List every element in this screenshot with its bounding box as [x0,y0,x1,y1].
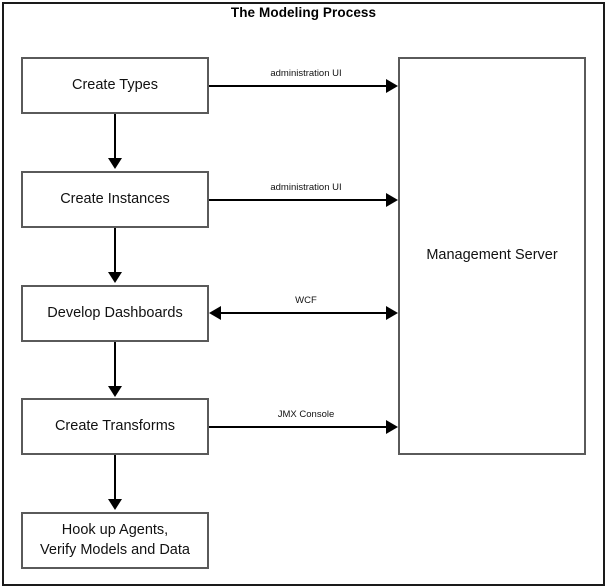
connector-types-to-instances-line [114,114,116,160]
edge-label-transforms-to-server: JMX Console [229,409,383,420]
node-create-transforms[interactable]: Create Transforms [21,398,209,455]
connector-dashboards-to-server-arrowhead-left [209,306,221,320]
connector-dashboards-to-transforms-arrowhead [108,386,122,397]
connector-dashboards-to-server-line [221,312,387,314]
node-create-transforms-label: Create Transforms [54,417,176,434]
connector-types-to-instances-arrowhead [108,158,122,169]
node-develop-dashboards[interactable]: Develop Dashboards [21,285,209,342]
connector-dashboards-to-transforms-line [114,342,116,387]
connector-instances-to-dashboards-line [114,228,116,273]
connector-types-to-server-line [209,85,387,87]
connector-instances-to-server-arrowhead [386,193,398,207]
node-create-instances-label: Create Instances [60,190,170,207]
node-hook-up-agents-label-line2: Verify Models and Data [40,541,190,558]
edge-label-instances-to-server: administration UI [229,182,383,193]
edge-label-types-to-server: administration UI [229,68,383,79]
connector-transforms-to-agents-line [114,455,116,500]
connector-transforms-to-server-arrowhead [386,420,398,434]
connector-transforms-to-agents-arrowhead [108,499,122,510]
connector-instances-to-server-line [209,199,387,201]
node-hook-up-agents[interactable]: Hook up Agents, Verify Models and Data [21,512,209,569]
connector-transforms-to-server-line [209,426,387,428]
node-create-types[interactable]: Create Types [21,57,209,114]
connector-types-to-server-arrowhead [386,79,398,93]
connector-dashboards-to-server-arrowhead-right [386,306,398,320]
connector-instances-to-dashboards-arrowhead [108,272,122,283]
node-develop-dashboards-label: Develop Dashboards [47,304,183,321]
diagram-title: The Modeling Process [230,5,377,20]
node-create-instances[interactable]: Create Instances [21,171,209,228]
node-management-server[interactable]: Management Server [398,57,586,455]
edge-label-dashboards-to-server: WCF [229,295,383,306]
node-create-types-label: Create Types [72,76,158,93]
node-hook-up-agents-label-line1: Hook up Agents, [61,521,169,538]
node-management-server-label: Management Server [426,247,558,264]
